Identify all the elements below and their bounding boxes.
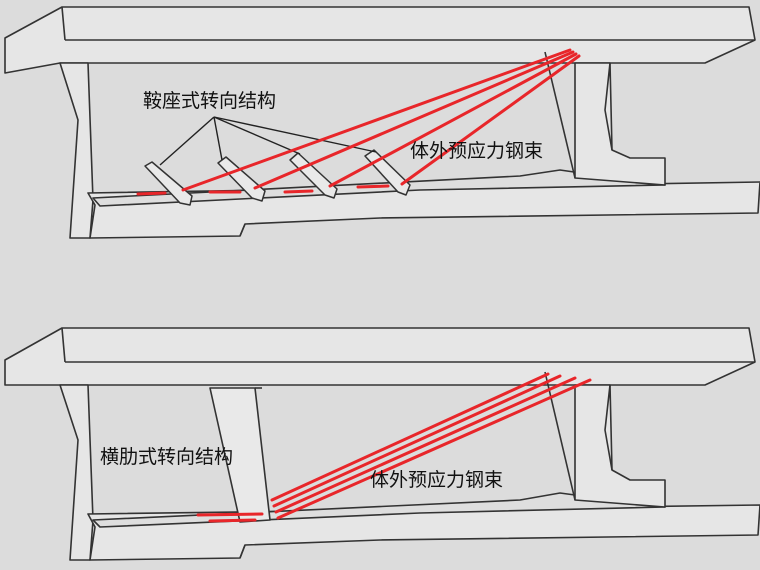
anchor-mark-1: [138, 193, 165, 194]
leader-line-3: [214, 117, 300, 154]
left-web-2: [60, 385, 93, 560]
right-web-2: [575, 385, 665, 507]
tendon-line-2: [255, 52, 573, 188]
saddle-structure-label: 鞍座式转向结构: [143, 86, 276, 113]
anchor-mark-3: [285, 191, 312, 192]
saddle-girder-section: [5, 7, 760, 238]
right-web: [575, 63, 665, 185]
rib-anchor-mark-1: [198, 514, 262, 515]
leader-line-2: [214, 117, 222, 160]
anchor-mark-4: [358, 186, 388, 187]
saddle-tendon-label: 体外预应力钢束: [410, 136, 543, 163]
tendon-line-4: [402, 56, 579, 184]
far-web-edge-2: [545, 372, 575, 500]
tendon-line-3: [330, 54, 576, 186]
left-web: [60, 63, 93, 238]
rib-anchor-mark-2: [210, 520, 255, 521]
top-slab-2: [5, 328, 755, 385]
rib-structure-label: 横肋式转向结构: [100, 442, 233, 469]
tendons-top: [138, 50, 579, 194]
leader-line-1: [160, 117, 214, 165]
rib-tendon-label: 体外预应力钢束: [370, 465, 503, 492]
